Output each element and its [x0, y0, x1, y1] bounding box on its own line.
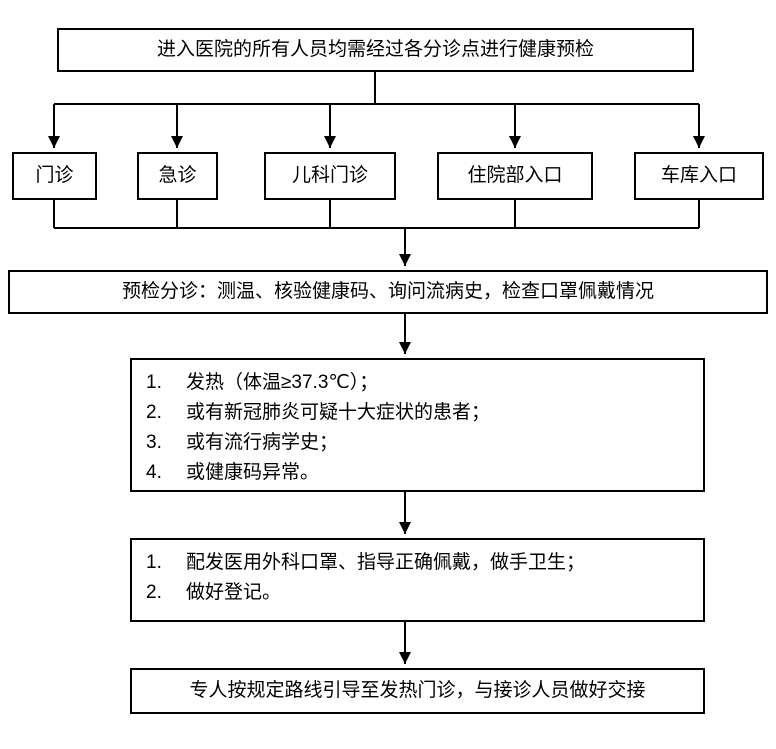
list-item-text: 或有流行病学史； — [186, 432, 339, 453]
box-fever-criteria: 1. 发热（体温≥37.3℃）； 2. 或有新冠肺炎可疑十大症状的患者； 3. … — [130, 358, 705, 492]
outpatient-label: 门诊 — [35, 165, 74, 187]
pediatric-outpatient-label: 儿科门诊 — [291, 165, 368, 187]
box-escort-handover: 专人按规定路线引导至发热门诊，与接诊人员做好交接 — [130, 668, 705, 714]
box-inpatient-entrance: 住院部入口 — [437, 152, 593, 200]
escort-handover-label: 专人按规定路线引导至发热门诊，与接诊人员做好交接 — [189, 680, 646, 702]
list-item-text: 或健康码异常。 — [186, 462, 320, 483]
list-item-number: 4. — [146, 462, 162, 483]
box-outpatient: 门诊 — [12, 152, 97, 200]
box-pediatric-outpatient: 儿科门诊 — [264, 152, 396, 200]
box-protective-actions: 1. 配发医用外科口罩、指导正确佩戴，做手卫生； 2. 做好登记。 — [130, 538, 705, 622]
garage-entrance-label: 车库入口 — [660, 165, 737, 187]
list-item-text: 发热（体温≥37.3℃）； — [186, 372, 379, 393]
entry-requirement-label: 进入医院的所有人员均需经过各分诊点进行健康预检 — [156, 39, 594, 61]
list-item-number: 1. — [146, 372, 162, 393]
list-item-number: 3. — [146, 432, 162, 453]
list-item: 1. 配发医用外科口罩、指导正确佩戴，做手卫生； — [146, 548, 693, 578]
box-garage-entrance: 车库入口 — [634, 152, 764, 200]
emergency-label: 急诊 — [158, 165, 197, 187]
list-item-text: 或有新冠肺炎可疑十大症状的患者； — [186, 402, 491, 423]
list-item-number: 1. — [146, 552, 162, 573]
box-emergency: 急诊 — [137, 152, 218, 200]
list-item-text: 做好登记。 — [186, 582, 282, 603]
list-item: 3. 或有流行病学史； — [146, 428, 693, 458]
list-item-text: 配发医用外科口罩、指导正确佩戴，做手卫生； — [186, 552, 586, 573]
list-item-number: 2. — [146, 582, 162, 603]
triage-procedure-label: 预检分诊：测温、核验健康码、询问流病史，检查口罩佩戴情况 — [121, 281, 654, 303]
inpatient-entrance-label: 住院部入口 — [467, 165, 563, 187]
list-item: 2. 或有新冠肺炎可疑十大症状的患者； — [146, 398, 693, 428]
list-item: 4. 或健康码异常。 — [146, 458, 693, 488]
box-triage-procedure: 预检分诊：测温、核验健康码、询问流病史，检查口罩佩戴情况 — [8, 270, 768, 314]
list-item-number: 2. — [146, 402, 162, 423]
list-item: 1. 发热（体温≥37.3℃）； — [146, 368, 693, 398]
box-entry-requirement: 进入医院的所有人员均需经过各分诊点进行健康预检 — [57, 28, 694, 72]
list-item: 2. 做好登记。 — [146, 578, 693, 608]
